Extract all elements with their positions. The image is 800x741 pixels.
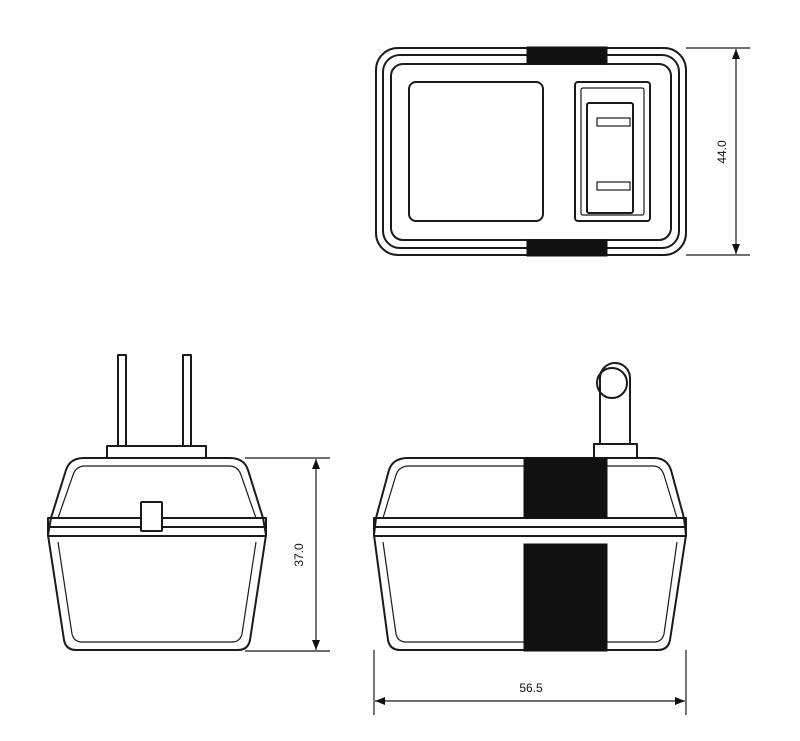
prong-base <box>106 445 207 459</box>
dimension-label-44: 44.0 <box>715 140 729 164</box>
dimension-label-37: 37.0 <box>292 543 306 567</box>
socket-panel <box>574 81 651 222</box>
top-view-inner-shell <box>382 54 680 249</box>
top-view-outer-shell <box>375 47 687 256</box>
prong-left <box>117 354 127 447</box>
socket-slot-bottom <box>596 181 631 191</box>
side-body-inner-top <box>57 465 257 519</box>
prong-tip <box>596 367 628 399</box>
label-panel <box>408 81 544 222</box>
front-body-outer <box>373 457 687 651</box>
front-prong-base <box>593 443 638 459</box>
front-band-black-lower <box>523 543 608 652</box>
top-view <box>375 46 687 257</box>
socket-slot-top <box>596 117 631 127</box>
side-view <box>47 354 267 651</box>
dimension-label-56-5: 56.5 <box>519 681 543 695</box>
dimension-44: 44.0 <box>686 47 750 256</box>
front-view <box>373 362 687 652</box>
front-band-black-upper <box>523 457 608 519</box>
front-band-upper <box>373 517 687 528</box>
side-body-inner-bottom <box>57 541 257 643</box>
side-body-outer <box>47 457 267 651</box>
top-band-lower <box>526 239 608 257</box>
top-band-upper <box>526 46 608 65</box>
side-latch <box>140 501 163 532</box>
dimension-56-5: 56.5 <box>373 650 687 715</box>
prong-right <box>182 354 192 447</box>
dimension-37: 37.0 <box>245 457 330 652</box>
front-band-lower <box>373 526 687 537</box>
front-body-inner-top <box>382 465 678 519</box>
